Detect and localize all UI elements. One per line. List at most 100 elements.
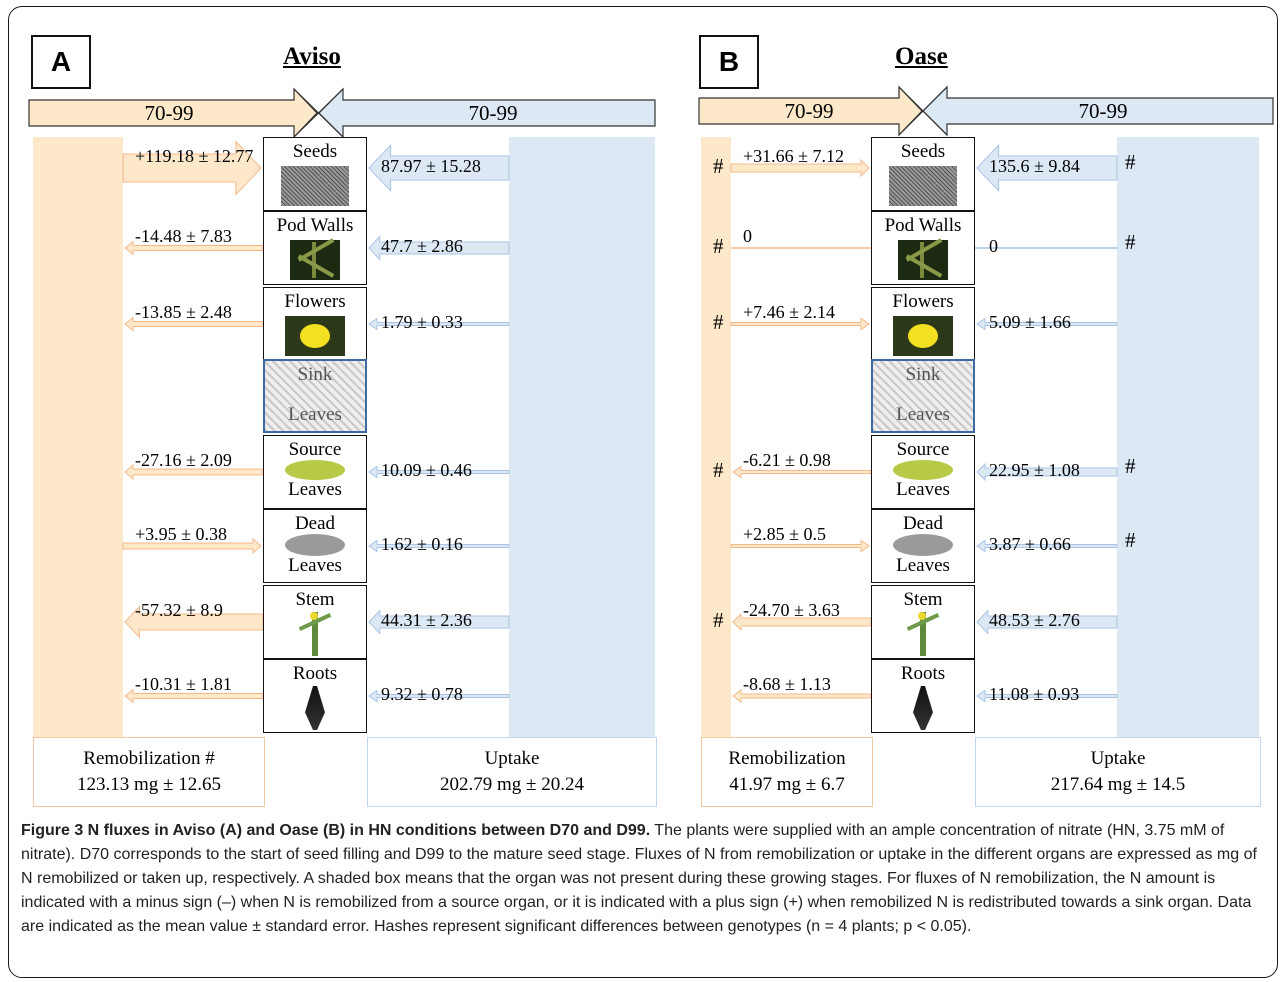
- organ-label: Roots: [900, 663, 946, 684]
- panel-b-band-right-label: 70-99: [1078, 98, 1128, 123]
- panel-b-uptake-column: [1117, 137, 1259, 737]
- panel-a-uptake-arrow-4: [368, 465, 510, 479]
- panel-b-uptake-value-2: 5.09 ± 1.66: [989, 312, 1071, 332]
- panel-a-uptake-value-5: 1.62 ± 0.16: [381, 534, 463, 554]
- panel-a-remobilization-summary: Remobilization # 123.13 mg ± 12.65: [33, 737, 265, 807]
- panel-a-remob-value-0: +119.18 ± 12.77: [135, 146, 254, 166]
- panel-a-uptake-value-7: 9.32 ± 0.78: [381, 684, 463, 704]
- panel-a-uptake-total: 202.79 mg ± 20.24: [440, 774, 584, 795]
- panel-a-remob-arrow-7: [124, 688, 264, 704]
- panel-a-band-right-label: 70-99: [468, 100, 518, 125]
- organ-label: Stem: [903, 589, 943, 610]
- panel-a-remob-arrow-2: [124, 316, 264, 332]
- panel-b-hash-left-1: #: [713, 234, 724, 258]
- panel-a-band-left-label: 70-99: [144, 100, 194, 125]
- panel-b-remobilization-label: Remobilization: [728, 748, 846, 769]
- flux-arrows: [28, 85, 1274, 704]
- panel-b-hash-right-0: #: [1125, 150, 1136, 174]
- panel-b-uptake-label: Uptake: [1090, 748, 1146, 769]
- panel-a-remob-value-7: -10.31 ± 1.81: [135, 674, 232, 694]
- panel-b-uptake-arrow-7: [976, 689, 1118, 703]
- panel-a-uptake-arrow-5: [368, 539, 510, 553]
- panel-a-uptake-value-1: 47.7 ± 2.86: [381, 236, 463, 256]
- panel-b-remob-arrow-6: [732, 612, 872, 632]
- organ-label: Pod Walls: [884, 215, 962, 236]
- panel-a-remob-arrow-6: [124, 605, 264, 639]
- panel-b-band-left-label: 70-99: [784, 98, 834, 123]
- panel-a-remob-arrow-4: [124, 463, 264, 481]
- panel-b-remobilization-column: [701, 137, 731, 737]
- panel-b-title: Oase: [895, 43, 948, 70]
- panel-a-remob-arrow-5: [122, 537, 262, 555]
- panel-a-remob-arrow-1: [124, 240, 264, 256]
- organ-label: Roots: [292, 663, 338, 684]
- panel-b-remob-value-1: 0: [743, 226, 752, 246]
- panel-b-remob-value-4: -6.21 ± 0.98: [743, 450, 831, 470]
- panel-b-remob-arrow-2: [730, 317, 870, 331]
- panel-b-uptake-value-7: 11.08 ± 0.93: [989, 684, 1080, 704]
- panel-b-remob-value-2: +7.46 ± 2.14: [743, 302, 836, 322]
- organ-label-bottom: Leaves: [288, 404, 342, 425]
- panel-a-title: Aviso: [283, 43, 341, 70]
- panel-a-uptake-summary: Uptake 202.79 mg ± 20.24: [367, 737, 657, 807]
- panel-b-uptake-arrow-4: [976, 462, 1118, 482]
- panel-b-hash-left-4: #: [713, 458, 724, 482]
- organ-label-top: Dead: [902, 513, 944, 534]
- panel-b-uptake-arrow-6: [976, 609, 1118, 635]
- panel-b-hash-left-0: #: [713, 154, 724, 178]
- panel-b-uptake-total: 217.64 mg ± 14.5: [1050, 774, 1186, 795]
- panel-a-remob-value-5: +3.95 ± 0.38: [135, 524, 228, 544]
- panel-a-organ-flowers: Flowers: [263, 287, 367, 361]
- panel-b-uptake-arrow-2: [976, 317, 1118, 331]
- panel-a-remobilization-column: [33, 137, 123, 737]
- panel-a-uptake-column: [509, 137, 655, 737]
- panel-a-uptake-value-0: 87.97 ± 15.28: [381, 156, 481, 176]
- panel-a-remobilization-label: Remobilization: [83, 748, 201, 769]
- panel-b-remob-arrow-7: [732, 689, 872, 703]
- panel-b-remob-arrow-4: [732, 465, 872, 479]
- panel-b-remobilization-summary: Remobilization 41.97 mg ± 6.7: [701, 737, 873, 807]
- panel-a-uptake-arrow-0: [368, 143, 510, 193]
- panel-b-uptake-value-6: 48.53 ± 2.76: [989, 610, 1080, 630]
- organ-label-bottom: Leaves: [896, 555, 950, 576]
- panel-a-uptake-value-4: 10.09 ± 0.46: [381, 460, 472, 480]
- panel-b-uptake-arrow-5: [976, 539, 1118, 553]
- panel-b-remob-value-0: +31.66 ± 7.12: [743, 146, 845, 166]
- panel-b-remob-value-7: -8.68 ± 1.13: [743, 674, 831, 694]
- organ-label: Pod Walls: [276, 215, 354, 236]
- caption-body: The plants were supplied with an ample c…: [21, 822, 1257, 935]
- organ-label-bottom: Leaves: [288, 555, 342, 576]
- panel-b-organ-pod-walls: Pod Walls: [871, 211, 975, 285]
- panel-a-organ-stem: Stem: [263, 585, 367, 659]
- panel-a-remob-arrow-0: [122, 140, 262, 196]
- panel-b-uptake-value-5: 3.87 ± 0.66: [989, 534, 1071, 554]
- panel-a-uptake-arrow-2: [368, 317, 510, 331]
- panel-b-letter: B: [699, 35, 759, 89]
- panel-a-remob-value-4: -27.16 ± 2.09: [135, 450, 232, 470]
- panel-a-uptake-arrow-1: [368, 235, 510, 261]
- organ-label: Flowers: [284, 291, 346, 312]
- panel-b-remob-arrow-5: [730, 539, 870, 553]
- panel-a-organ-seeds: Seeds: [263, 137, 367, 211]
- panel-a-remob-value-6: -57.32 ± 8.9: [135, 600, 223, 620]
- organ-label-top: Source: [896, 439, 950, 460]
- panel-a-uptake-value-2: 1.79 ± 0.33: [381, 312, 463, 332]
- panel-a-organ-pod-walls: Pod Walls: [263, 211, 367, 285]
- panel-a-remob-value-1: -14.48 ± 7.83: [135, 226, 232, 246]
- panel-b-remob-arrow-0: [730, 158, 870, 178]
- panel-a-uptake-value-6: 44.31 ± 2.36: [381, 610, 472, 630]
- panel-b-uptake-value-1: 0: [989, 236, 998, 256]
- panel-a-uptake-label: Uptake: [484, 748, 540, 769]
- organ-label-bottom: Leaves: [896, 479, 950, 500]
- organ-label-top: Sink: [905, 364, 941, 385]
- panel-a-letter: A: [31, 35, 91, 89]
- panel-a-uptake-arrow-7: [368, 689, 510, 703]
- organ-label-top: Source: [288, 439, 342, 460]
- panel-b-organ-roots: Roots: [871, 659, 975, 733]
